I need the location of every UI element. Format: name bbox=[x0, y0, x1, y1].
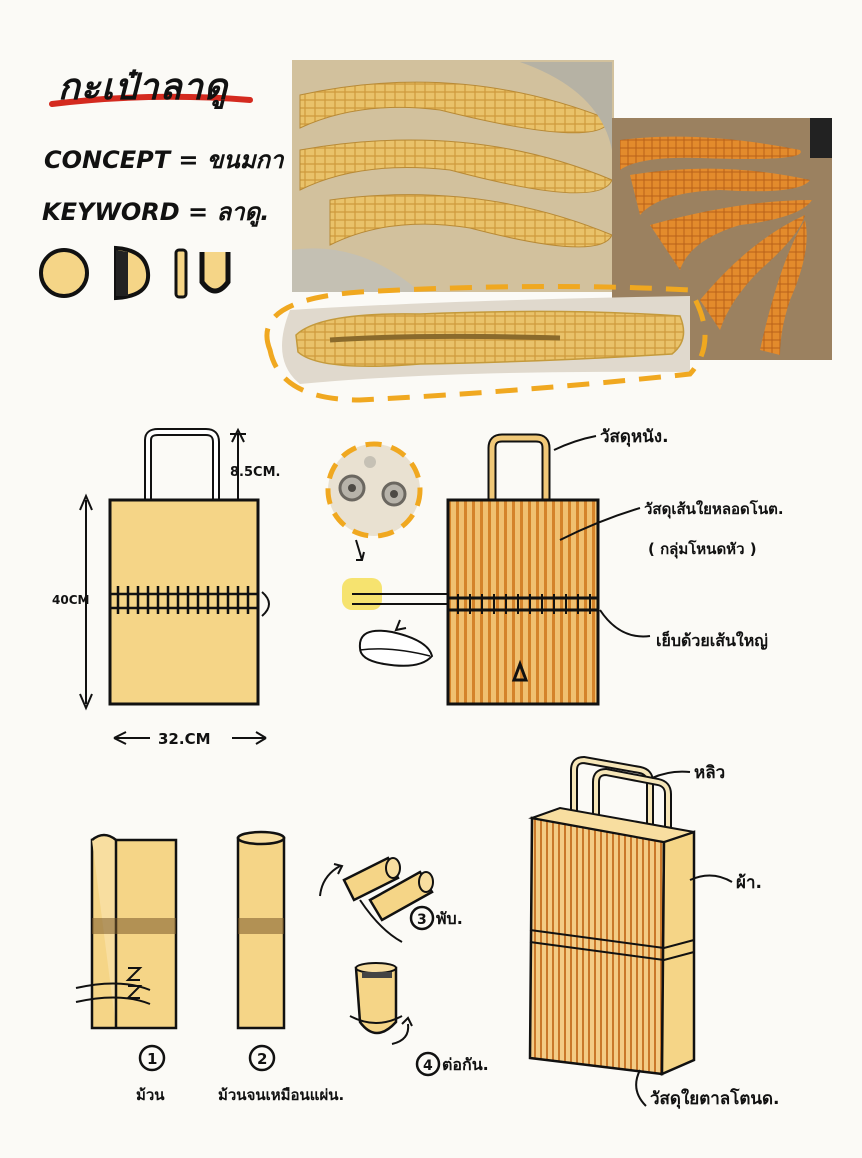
shape-circle-icon bbox=[41, 250, 87, 296]
body-material-label-2: ( กลุ่มโหนดหัว ) bbox=[648, 539, 757, 559]
step-3-drawing bbox=[320, 858, 433, 942]
bag-height-label: 40CM bbox=[52, 593, 89, 607]
concept-line: CONCEPT = ขนมกา bbox=[44, 140, 284, 179]
step-4-num: 4 bbox=[423, 1058, 433, 1074]
final-handle-label: หลิว bbox=[694, 763, 725, 783]
handle-material-label: วัสดุหนัง. bbox=[600, 427, 669, 447]
body-material-label-1: วัสดุเส้นใยหลอดโนต. bbox=[644, 499, 784, 519]
step-4-label: ต่อกัน. bbox=[442, 1055, 489, 1074]
step-1-num: 1 bbox=[147, 1050, 157, 1068]
page-title: กะเป๋าลาดู bbox=[58, 58, 228, 115]
bag-striped-drawing bbox=[448, 436, 650, 704]
stitch-label: เย็บด้วยเส้นใหญ่ bbox=[656, 629, 768, 651]
final-bottom-label: วัสดุใยตาลโตนด. bbox=[650, 1088, 780, 1109]
step-2-label: ม้วนจนเหมือนแผ่น. bbox=[218, 1086, 344, 1104]
shape-u-icon bbox=[202, 252, 228, 291]
step-3-label: พับ. bbox=[436, 909, 463, 928]
step-2-drawing bbox=[238, 832, 284, 1070]
step-1-label: ม้วน bbox=[136, 1086, 165, 1104]
final-side-label: ผ้า. bbox=[736, 873, 762, 893]
step-2-num: 2 bbox=[257, 1050, 267, 1068]
shape-bar-icon bbox=[176, 250, 186, 297]
keyword-line: KEYWORD = ลาดู. bbox=[42, 192, 269, 231]
photo-snack-closeup bbox=[292, 60, 614, 292]
step-3-num: 3 bbox=[417, 912, 427, 928]
photo-snack-single bbox=[267, 286, 705, 400]
handle-height-label: 8.5CM. bbox=[230, 465, 280, 480]
bag-final-drawing bbox=[530, 760, 732, 1106]
strap-detail bbox=[342, 578, 448, 666]
bag-width-label: 32.CM bbox=[158, 730, 211, 748]
step-1-drawing bbox=[76, 835, 176, 1070]
snap-button-detail bbox=[328, 444, 420, 560]
shape-icons-row bbox=[41, 248, 228, 298]
